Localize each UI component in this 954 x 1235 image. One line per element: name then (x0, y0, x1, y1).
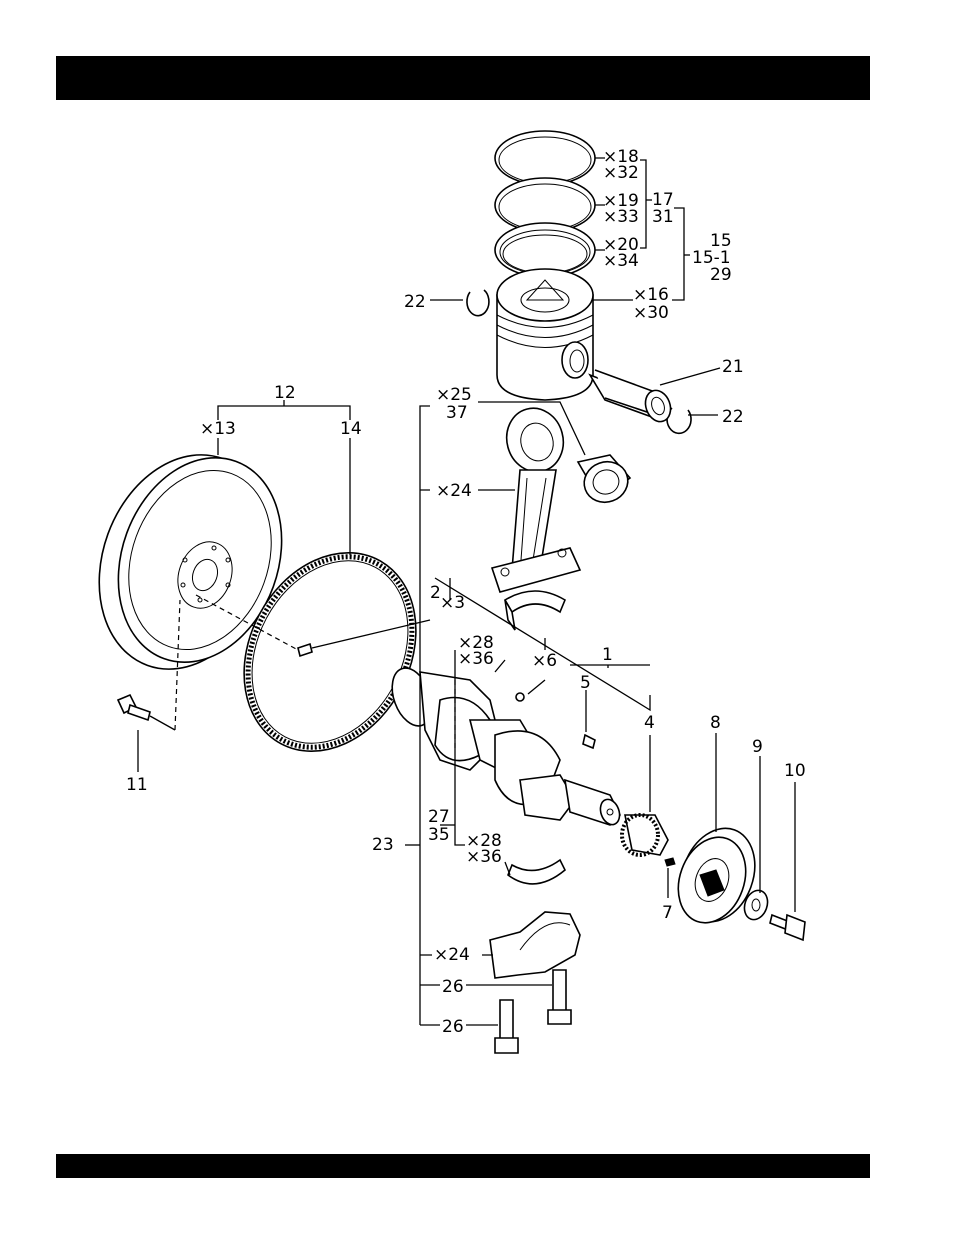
callout-4: 4 (644, 713, 655, 733)
callout-36-upper: ×36 (458, 649, 494, 669)
callout-37: 37 (446, 403, 468, 423)
connecting-rod (492, 402, 580, 592)
callout-11: 11 (126, 775, 148, 795)
callout-12: 12 (274, 383, 296, 403)
callout-26-lower: 26 (442, 1017, 464, 1037)
callout-22-right: 22 (722, 407, 744, 427)
callout-36-lower: ×36 (466, 847, 502, 867)
small-end-bushing (578, 455, 634, 508)
callout-1: 1 (602, 645, 613, 665)
rod-bolt-right (548, 970, 571, 1024)
callout-24-upper: ×24 (436, 481, 472, 501)
callout-13: ×13 (200, 419, 236, 439)
callout-32: ×32 (603, 163, 639, 183)
callout-9: 9 (752, 737, 763, 757)
timing-gear (622, 815, 668, 855)
callout-31: 31 (652, 207, 674, 227)
key (665, 858, 675, 866)
callout-7: 7 (662, 903, 673, 923)
oil-plug (516, 693, 524, 701)
callout-24-lower: ×24 (434, 945, 470, 965)
callout-22-left: 22 (404, 292, 426, 312)
piston-pin (590, 370, 675, 425)
piston-ring-top (495, 131, 595, 185)
callout-33: ×33 (603, 207, 639, 227)
piston (497, 269, 593, 400)
rod-cap (490, 912, 580, 978)
callout-34: ×34 (603, 251, 639, 271)
callout-10: 10 (784, 761, 806, 781)
callout-29: 29 (710, 265, 732, 285)
pulley-bolt (770, 915, 805, 940)
callout-26-upper: 26 (442, 977, 464, 997)
callout-6: ×6 (532, 651, 557, 671)
rod-bearing-upper (505, 591, 565, 630)
callout-14: 14 (340, 419, 362, 439)
callout-21: 21 (722, 357, 744, 377)
callout-35: 35 (428, 825, 450, 845)
rod-bearing-lower (508, 860, 565, 884)
rod-bolt-left (495, 1000, 518, 1053)
callout-25: ×25 (436, 385, 472, 405)
callout-30: ×30 (633, 303, 669, 323)
callout-16: ×16 (633, 285, 669, 305)
callout-5: 5 (580, 673, 591, 693)
snap-ring-left (467, 290, 489, 316)
callout-3: ×3 (440, 593, 465, 613)
callout-8: 8 (710, 713, 721, 733)
callout-27: 27 (428, 807, 450, 827)
callout-23: 23 (372, 835, 394, 855)
flywheel-bolt (118, 695, 150, 720)
